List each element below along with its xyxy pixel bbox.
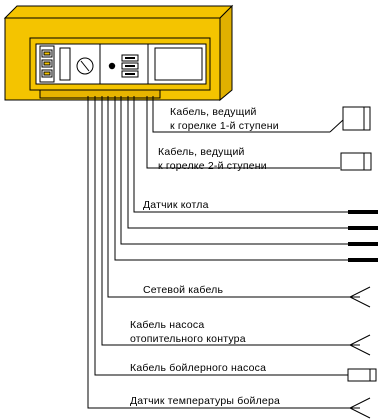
label-cable1-line1: Кабель, ведущий xyxy=(170,106,257,118)
boiler-pump-plug-icon xyxy=(347,368,377,382)
pump-cable-end-icon xyxy=(348,334,371,356)
label-cable2-line1: Кабель, ведущий xyxy=(158,146,245,158)
display-window xyxy=(154,47,203,81)
label-cable1-line2: к горелке 1-й ступени xyxy=(170,120,279,132)
label-pump-line2: отопительного контура xyxy=(130,333,246,345)
label-boiler-pump: Кабель бойлерного насоса xyxy=(130,362,266,374)
indicator-led-icon xyxy=(108,62,116,70)
rotary-knob-icon xyxy=(76,57,94,75)
burner-1-plug-icon xyxy=(329,106,371,133)
label-boiler-temp-sensor: Датчик температуры бойлера xyxy=(130,395,280,407)
boiler-sensor-leads xyxy=(348,210,378,262)
controller-side-face xyxy=(219,4,233,102)
mode-switches xyxy=(121,54,139,78)
label-pump-line1: Кабель насоса xyxy=(130,319,204,331)
wire-bundle xyxy=(87,96,360,409)
controller-top-face xyxy=(3,5,234,19)
label-mains-cable: Сетевой кабель xyxy=(143,284,223,296)
terminal-strip xyxy=(39,89,161,99)
fuse-slot xyxy=(59,47,71,81)
temp-sensor-end-icon xyxy=(348,397,371,419)
controller-unit xyxy=(3,4,234,102)
label-boiler-sensor: Датчик котла xyxy=(143,199,209,211)
mains-cable-end-icon xyxy=(348,286,371,308)
label-cable2-line2: к горелке 2-й ступени xyxy=(158,160,267,172)
burner-2-plug-icon xyxy=(340,152,372,171)
switch-module xyxy=(39,45,55,83)
